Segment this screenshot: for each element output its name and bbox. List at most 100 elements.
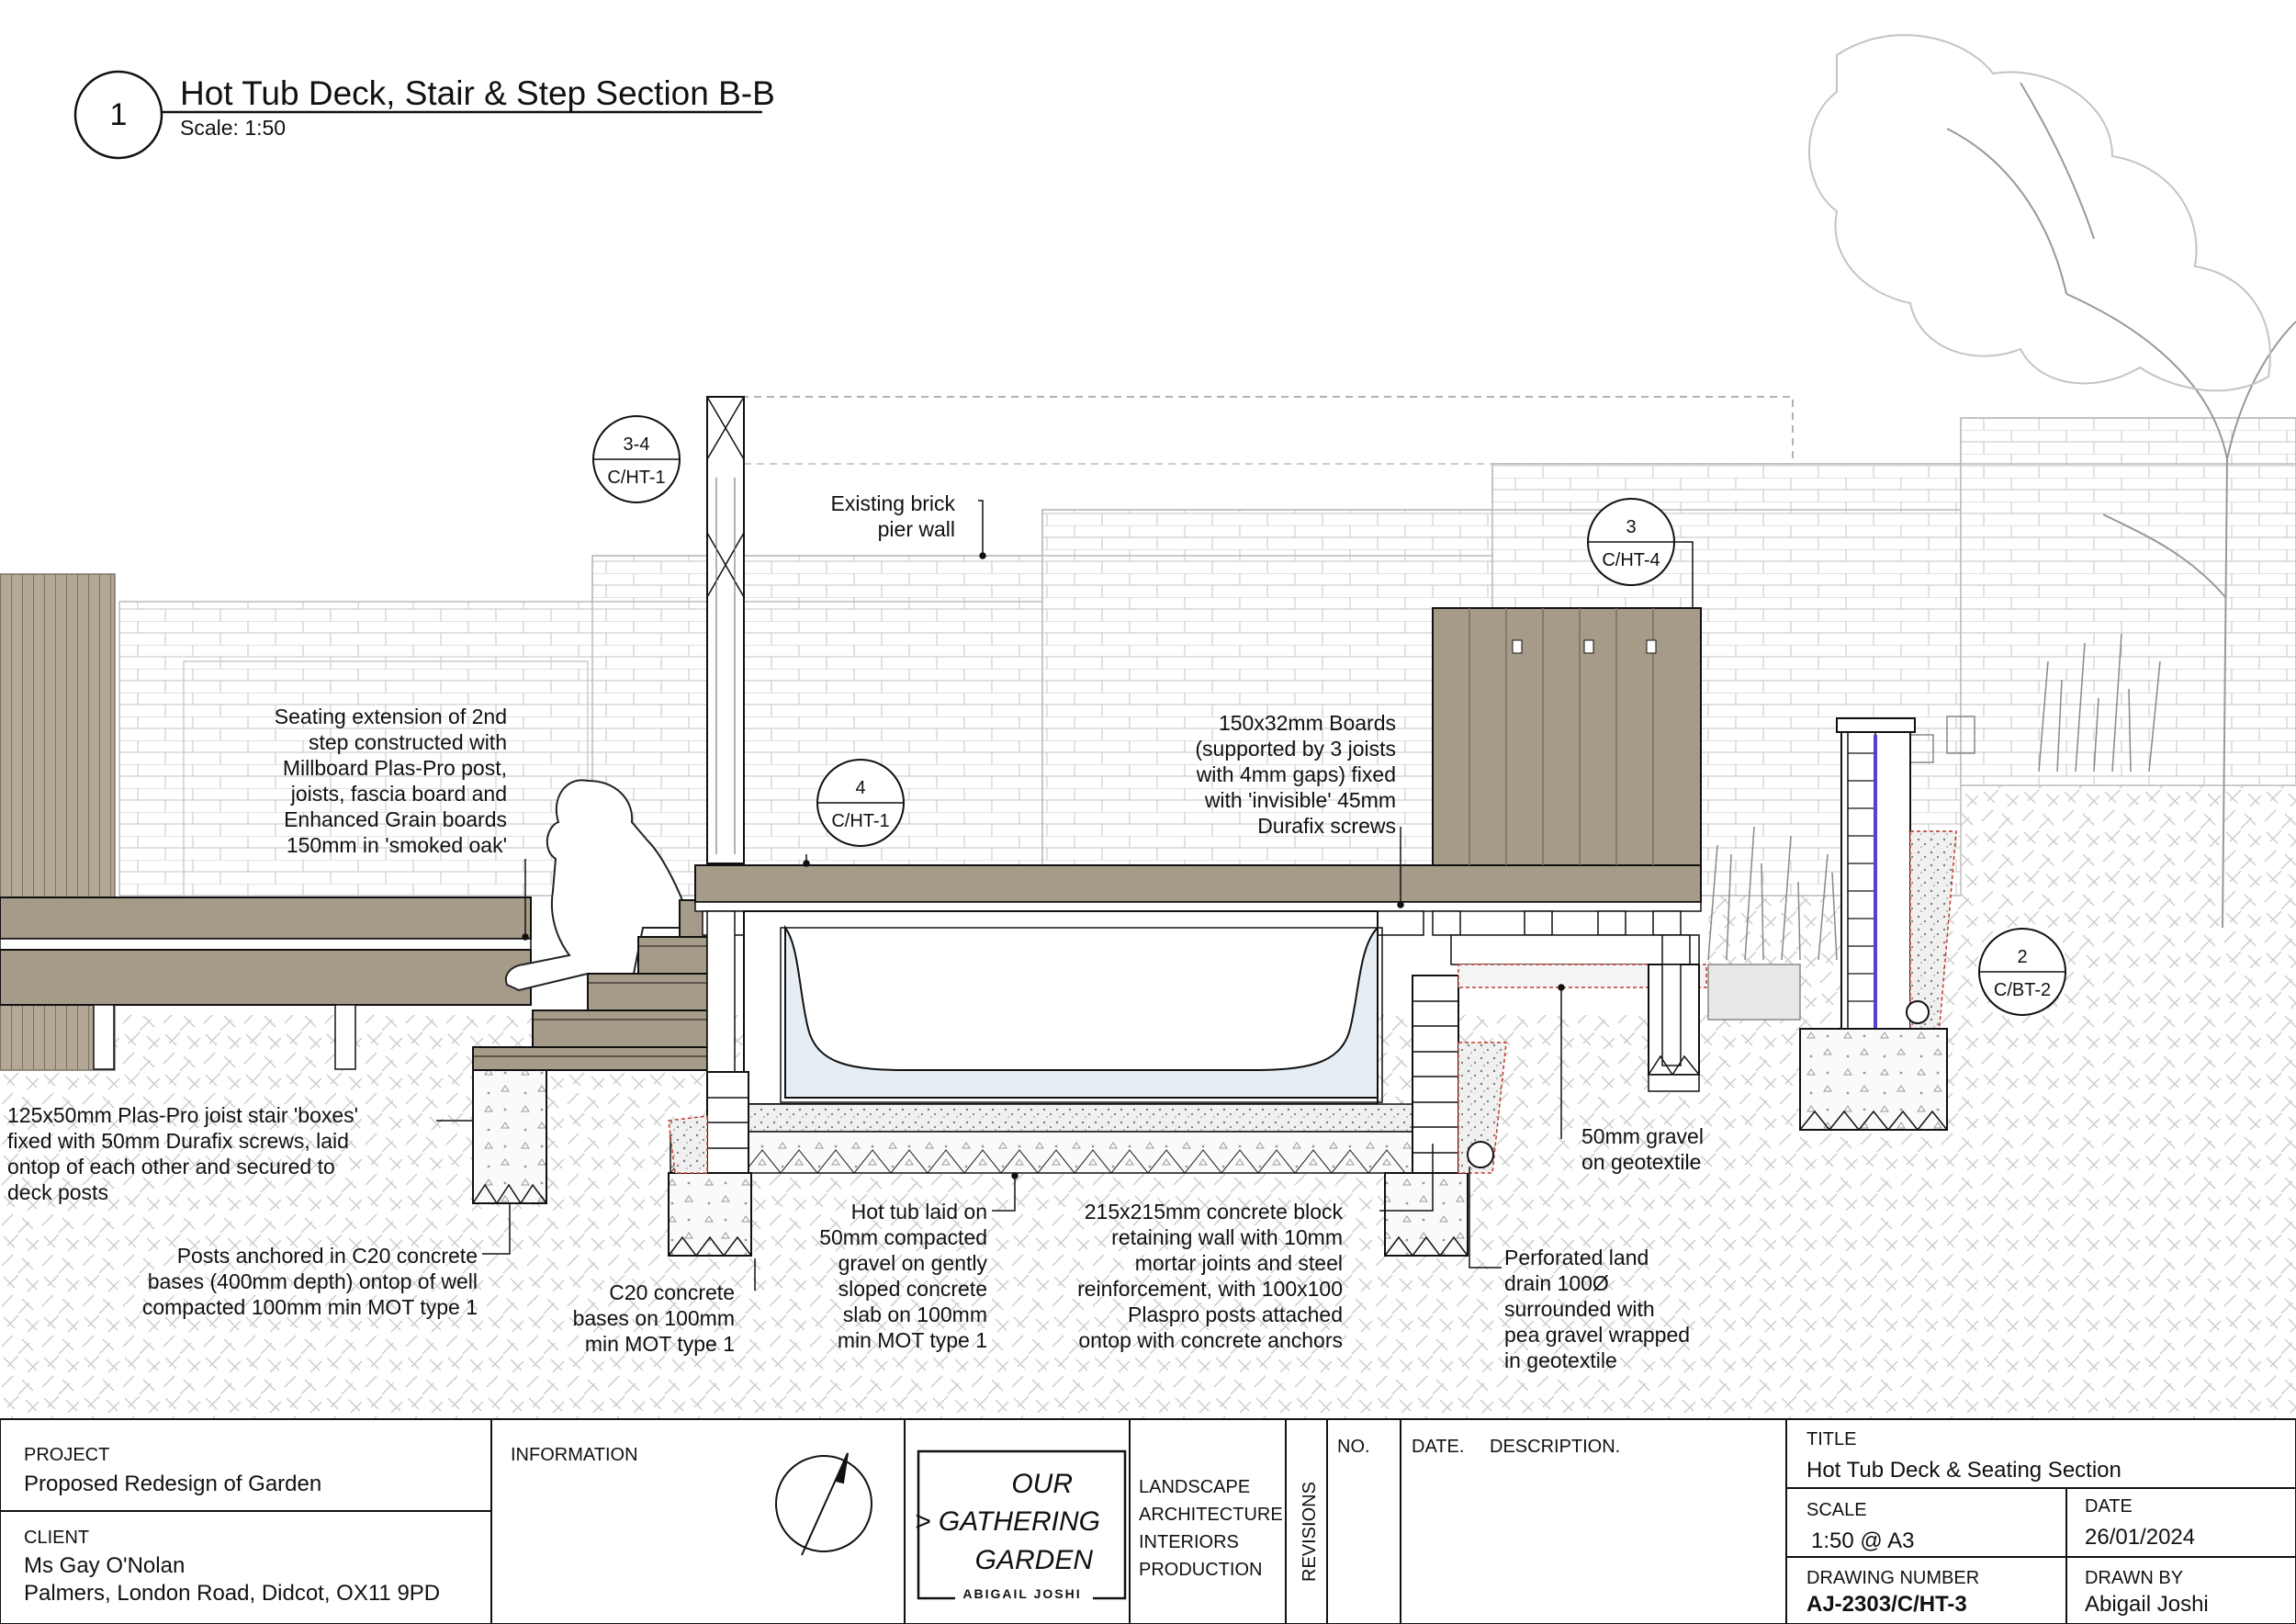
svg-text:mortar joints and steel: mortar joints and steel — [1135, 1251, 1343, 1275]
tree-outline — [1808, 34, 2296, 929]
title-label: TITLE — [1806, 1429, 1856, 1449]
drawing-number-label: DRAWING NUMBER — [1806, 1568, 1979, 1588]
svg-text:pea gravel wrapped: pea gravel wrapped — [1504, 1323, 1690, 1347]
svg-text:150mm in 'smoked oak': 150mm in 'smoked oak' — [287, 833, 507, 857]
raised-bed-wall — [1799, 717, 1957, 1132]
callout-2-bottom: C/BT-2 — [1994, 980, 2051, 1000]
callout-bubble-2 — [1978, 928, 2066, 1016]
annotation-posts: Posts anchored in C20 concrete bases (40… — [142, 1244, 478, 1319]
service-interiors: INTERIORS — [1139, 1532, 1239, 1552]
callout-4-bottom: C/HT-1 — [831, 811, 889, 831]
client-label: CLIENT — [24, 1528, 89, 1548]
project-value: Proposed Redesign of Garden — [24, 1472, 321, 1496]
callout-2-top: 2 — [2017, 947, 2027, 967]
title-block — [0, 1418, 2296, 1624]
svg-text:gravel on gently: gravel on gently — [838, 1251, 988, 1275]
callout-4-top: 4 — [855, 778, 865, 798]
annotation-hot-tub: Hot tub laid on 50mm compacted gravel on… — [819, 1200, 987, 1352]
section-marker — [73, 70, 762, 160]
annotation-brick-wall: Existing brick pier wall — [831, 491, 956, 541]
client-name: Ms Gay O'Nolan — [24, 1553, 185, 1578]
svg-text:with 4mm gaps) fixed: with 4mm gaps) fixed — [1196, 762, 1396, 786]
annotation-block-wall: 215x215mm concrete block retaining wall … — [1077, 1200, 1343, 1352]
leader-lines — [436, 500, 1694, 1291]
svg-text:150x32mm Boards: 150x32mm Boards — [1219, 711, 1396, 735]
svg-text:bases (400mm depth) ontop of w: bases (400mm depth) ontop of well — [148, 1269, 478, 1293]
svg-text:GARDEN: GARDEN — [975, 1545, 1094, 1575]
svg-text:in geotextile: in geotextile — [1504, 1348, 1617, 1372]
callout-3-4-top: 3-4 — [624, 434, 650, 455]
privacy-screen — [1432, 607, 1702, 866]
title-value: Hot Tub Deck & Seating Section — [1806, 1458, 2122, 1483]
svg-text:bases on 100mm: bases on 100mm — [573, 1306, 735, 1330]
svg-text:with 'invisible' 45mm: with 'invisible' 45mm — [1204, 788, 1396, 812]
rev-date-header: DATE. — [1412, 1437, 1464, 1457]
svg-text:215x215mm concrete block: 215x215mm concrete block — [1085, 1200, 1344, 1224]
drawing-number-value: AJ-2303/C/HT-3 — [1806, 1592, 1967, 1617]
svg-text:Existing brick: Existing brick — [831, 491, 956, 515]
seating-bench — [0, 897, 532, 1070]
stair-post-base — [472, 1069, 547, 1205]
hot-tub-slab — [668, 1103, 1469, 1257]
callout-bubble-4 — [816, 759, 905, 847]
svg-text:50mm compacted: 50mm compacted — [819, 1225, 987, 1249]
drawn-by-label: DRAWN BY — [2085, 1568, 2183, 1588]
section-title: Hot Tub Deck, Stair & Step Section B-B — [180, 74, 775, 112]
svg-text:on geotextile: on geotextile — [1581, 1150, 1701, 1174]
brick-wall — [118, 396, 2296, 897]
svg-text:50mm gravel: 50mm gravel — [1581, 1124, 1704, 1148]
annotation-seating: Seating extension of 2nd step constructe… — [275, 705, 507, 857]
svg-text:retaining wall with 10mm: retaining wall with 10mm — [1111, 1225, 1343, 1249]
svg-text:pier wall: pier wall — [878, 517, 955, 541]
information-label: INFORMATION — [511, 1445, 638, 1465]
svg-text:C20 concrete: C20 concrete — [609, 1280, 735, 1304]
svg-text:Seating extension of 2nd: Seating extension of 2nd — [275, 705, 507, 728]
annotation-gravel: 50mm gravel on geotextile — [1581, 1124, 1704, 1174]
svg-text:reinforcement, with 100x100: reinforcement, with 100x100 — [1077, 1277, 1343, 1301]
svg-text:drain 100Ø: drain 100Ø — [1504, 1271, 1609, 1295]
svg-text:min MOT type 1: min MOT type 1 — [838, 1328, 987, 1352]
block-wall-right — [1412, 975, 1507, 1174]
svg-text:(supported by 3 joists: (supported by 3 joists — [1195, 737, 1396, 761]
callout-3-bottom: C/HT-4 — [1602, 550, 1660, 570]
svg-text:step constructed with: step constructed with — [309, 730, 507, 754]
svg-text:joists, fascia board and: joists, fascia board and — [290, 782, 507, 806]
scale-value: 1:50 @ A3 — [1811, 1528, 1914, 1553]
date-label: DATE — [2085, 1496, 2133, 1517]
right-post-base — [1647, 964, 1701, 1092]
rev-no-header: NO. — [1337, 1437, 1370, 1457]
annotation-c20: C20 concrete bases on 100mm min MOT type… — [573, 1280, 735, 1356]
svg-text:fixed with 50mm Durafix screws: fixed with 50mm Durafix screws, laid — [7, 1129, 349, 1153]
callout-bubble-3 — [1587, 498, 1675, 586]
path-edge — [1707, 964, 1801, 1021]
svg-text:slab on 100mm: slab on 100mm — [843, 1303, 987, 1326]
section-number: 1 — [110, 97, 128, 132]
annotation-boards: 150x32mm Boards (supported by 3 joists w… — [1195, 711, 1396, 838]
planting — [1707, 633, 2161, 961]
section-scale: Scale: 1:50 — [180, 116, 286, 140]
svg-text:Plaspro posts attached: Plaspro posts attached — [1128, 1303, 1343, 1326]
scale-label: SCALE — [1806, 1500, 1867, 1520]
svg-text:min MOT type 1: min MOT type 1 — [585, 1332, 735, 1356]
block-wall-left — [668, 1071, 749, 1174]
annotation-joist-stairs: 125x50mm Plas-Pro joist stair 'boxes' fi… — [7, 1103, 358, 1204]
svg-text:Millboard Plas-Pro post,: Millboard Plas-Pro post, — [283, 756, 507, 780]
service-production: PRODUCTION — [1139, 1560, 1262, 1580]
svg-text:deck posts: deck posts — [7, 1180, 108, 1204]
service-architecture: ARCHITECTURE — [1139, 1505, 1283, 1525]
tall-post — [706, 396, 745, 864]
svg-text:> GATHERING: > GATHERING — [915, 1506, 1100, 1537]
svg-text:Perforated land: Perforated land — [1504, 1246, 1649, 1269]
svg-text:ontop of each other and secure: ontop of each other and secured to — [7, 1155, 335, 1179]
svg-text:Posts anchored in C20 concrete: Posts anchored in C20 concrete — [177, 1244, 478, 1268]
drawn-by-value: Abigail Joshi — [2085, 1592, 2209, 1617]
svg-text:Durafix screws: Durafix screws — [1257, 814, 1396, 838]
callout-3-4-bottom: C/HT-1 — [607, 468, 665, 488]
callout-bubble-3-4 — [592, 415, 681, 503]
hot-tub — [743, 910, 1383, 1105]
svg-text:sloped concrete: sloped concrete — [838, 1277, 987, 1301]
svg-text:125x50mm Plas-Pro joist stair: 125x50mm Plas-Pro joist stair 'boxes' — [7, 1103, 358, 1127]
client-address: Palmers, London Road, Didcot, OX11 9PD — [24, 1581, 440, 1606]
